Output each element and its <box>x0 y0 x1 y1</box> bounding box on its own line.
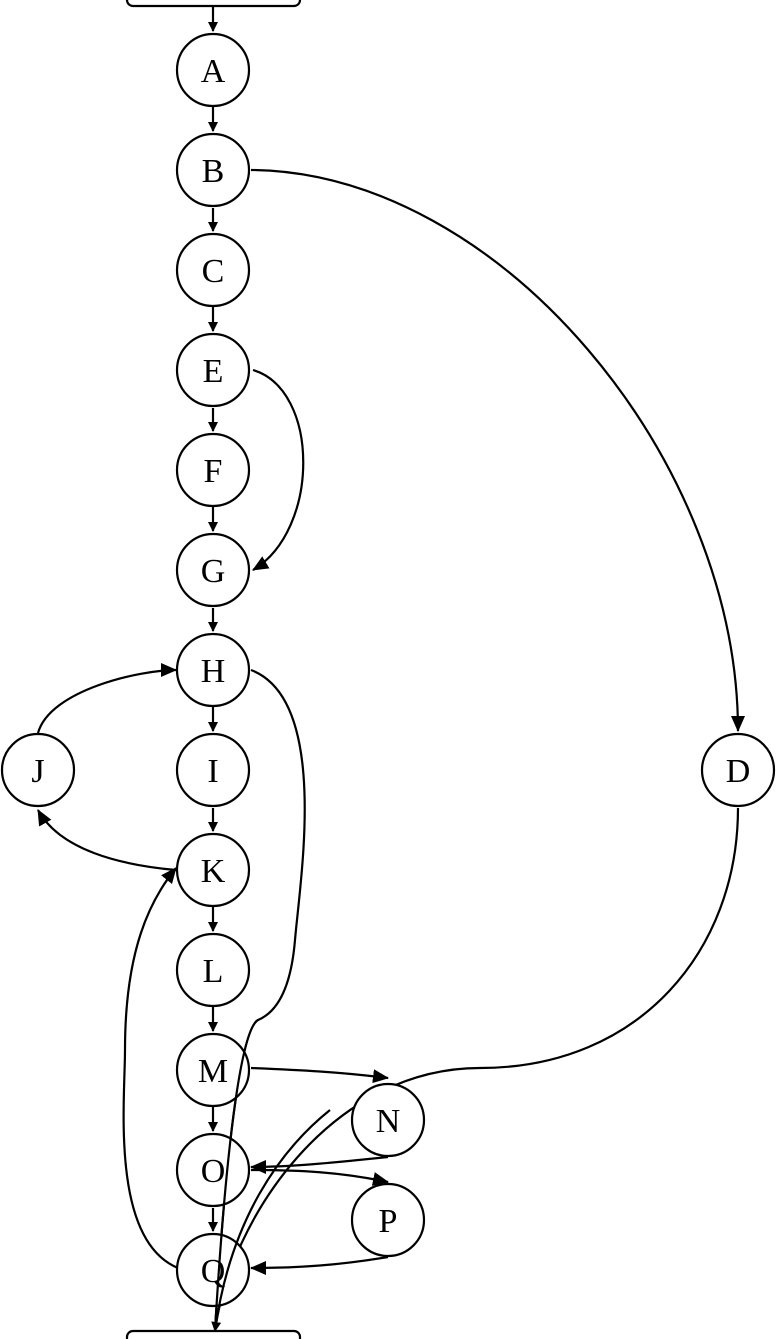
node-H-label: H <box>201 653 226 690</box>
node-L-label: L <box>203 953 224 990</box>
node-K-label: K <box>201 853 226 890</box>
node-A-label: A <box>201 53 226 90</box>
node-P: P <box>350 1182 426 1258</box>
edge-H-Q-overlay <box>213 1019 259 1332</box>
node-N: N <box>350 1082 426 1158</box>
node-G: G <box>175 532 251 608</box>
start-terminal <box>125 0 302 8</box>
node-I: I <box>175 732 251 808</box>
node-E: E <box>175 332 251 408</box>
edge-Q-K <box>122 867 179 1270</box>
edge-M-N <box>250 1066 389 1084</box>
node-J: J <box>0 732 76 808</box>
node-J-label: J <box>31 753 44 790</box>
node-B: B <box>175 132 251 208</box>
edge-E-G <box>252 368 305 571</box>
node-I-label: I <box>207 753 218 790</box>
node-H: H <box>175 632 251 708</box>
node-C: C <box>175 232 251 308</box>
node-F: F <box>175 432 251 508</box>
end-terminal <box>125 1329 302 1339</box>
nodes: A B C E F G H I <box>0 32 776 1308</box>
node-G-label: G <box>201 553 226 590</box>
edge-B-D <box>250 168 745 732</box>
node-D: D <box>700 732 776 808</box>
edges <box>36 6 745 1332</box>
node-M: M <box>175 1032 251 1108</box>
node-C-label: C <box>202 253 225 290</box>
node-E-label: E <box>203 353 224 390</box>
edge-O-P <box>250 1168 389 1186</box>
node-B-label: B <box>202 153 225 190</box>
node-L: L <box>175 932 251 1008</box>
overlay-edges <box>213 1019 331 1332</box>
edge-D-end-overlay <box>213 1109 331 1332</box>
edge-J-H <box>36 663 177 734</box>
node-P-label: P <box>379 1203 398 1240</box>
node-F-label: F <box>204 453 223 490</box>
node-K: K <box>175 832 251 908</box>
node-O: O <box>175 1132 251 1208</box>
node-N-label: N <box>376 1103 401 1140</box>
node-A: A <box>175 32 251 108</box>
edge-N-O <box>250 1155 389 1174</box>
node-Q: Q <box>175 1232 251 1308</box>
edge-K-J <box>37 809 177 872</box>
node-D-label: D <box>726 753 751 790</box>
edge-D-end <box>211 807 740 1332</box>
node-O-label: O <box>201 1153 226 1190</box>
node-Q-label: Q <box>201 1253 226 1290</box>
edge-P-Q <box>250 1255 389 1275</box>
node-M-label: M <box>198 1053 228 1090</box>
